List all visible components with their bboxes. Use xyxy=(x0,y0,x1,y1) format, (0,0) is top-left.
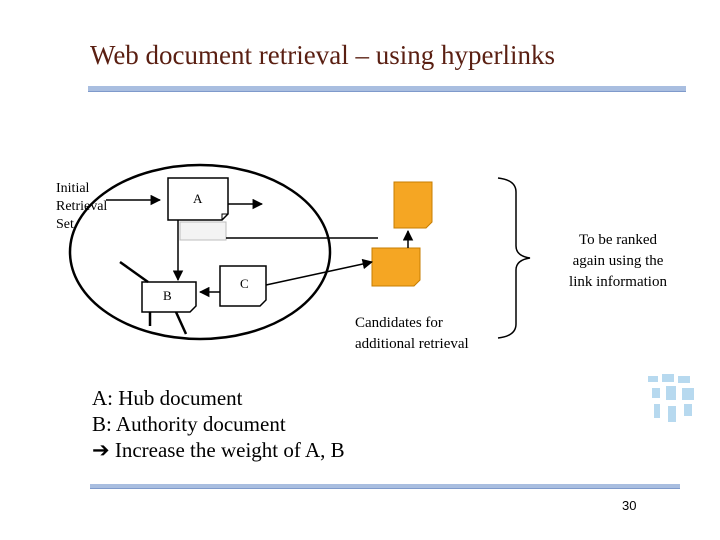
title-divider xyxy=(88,86,686,92)
to-be-ranked-label: To be ranked again using the link inform… xyxy=(569,232,667,290)
candidate-document-top xyxy=(393,181,433,229)
logo-watermark-icon xyxy=(648,374,694,422)
initial-retrieval-set xyxy=(68,163,332,341)
edge-c-to-candidate xyxy=(265,258,374,286)
edge-in-b-3 xyxy=(174,311,188,335)
node-b-document xyxy=(141,281,197,313)
node-a-document xyxy=(167,177,229,221)
legend-hub: A: Hub document xyxy=(92,386,243,410)
candidates-brace xyxy=(497,177,531,339)
page-number: 30 xyxy=(622,498,637,513)
legend-increase-row: ➔ Increase the weight of A, B xyxy=(92,437,345,463)
slide-title: Web document retrieval – using hyperlink… xyxy=(90,40,555,70)
initial-retrieval-set-label: Initial Retrieval Set xyxy=(56,181,108,232)
node-c-label: C xyxy=(240,276,249,291)
edge-in-b-1 xyxy=(119,260,149,284)
node-b-label: B xyxy=(163,288,172,303)
footer-divider xyxy=(90,484,680,489)
node-c-document xyxy=(219,265,267,307)
legend-authority: B: Authority document xyxy=(92,412,286,436)
right-arrow-icon: ➔ xyxy=(92,438,110,462)
legend-increase-text: Increase the weight of A, B xyxy=(114,438,345,462)
faded-document xyxy=(179,221,227,241)
legend: A: Hub document B: Authority document ➔ … xyxy=(92,385,345,463)
candidate-document-middle xyxy=(371,247,421,287)
candidates-label: Candidates for additional retrieval xyxy=(355,315,469,352)
node-a-label: A xyxy=(193,191,203,206)
